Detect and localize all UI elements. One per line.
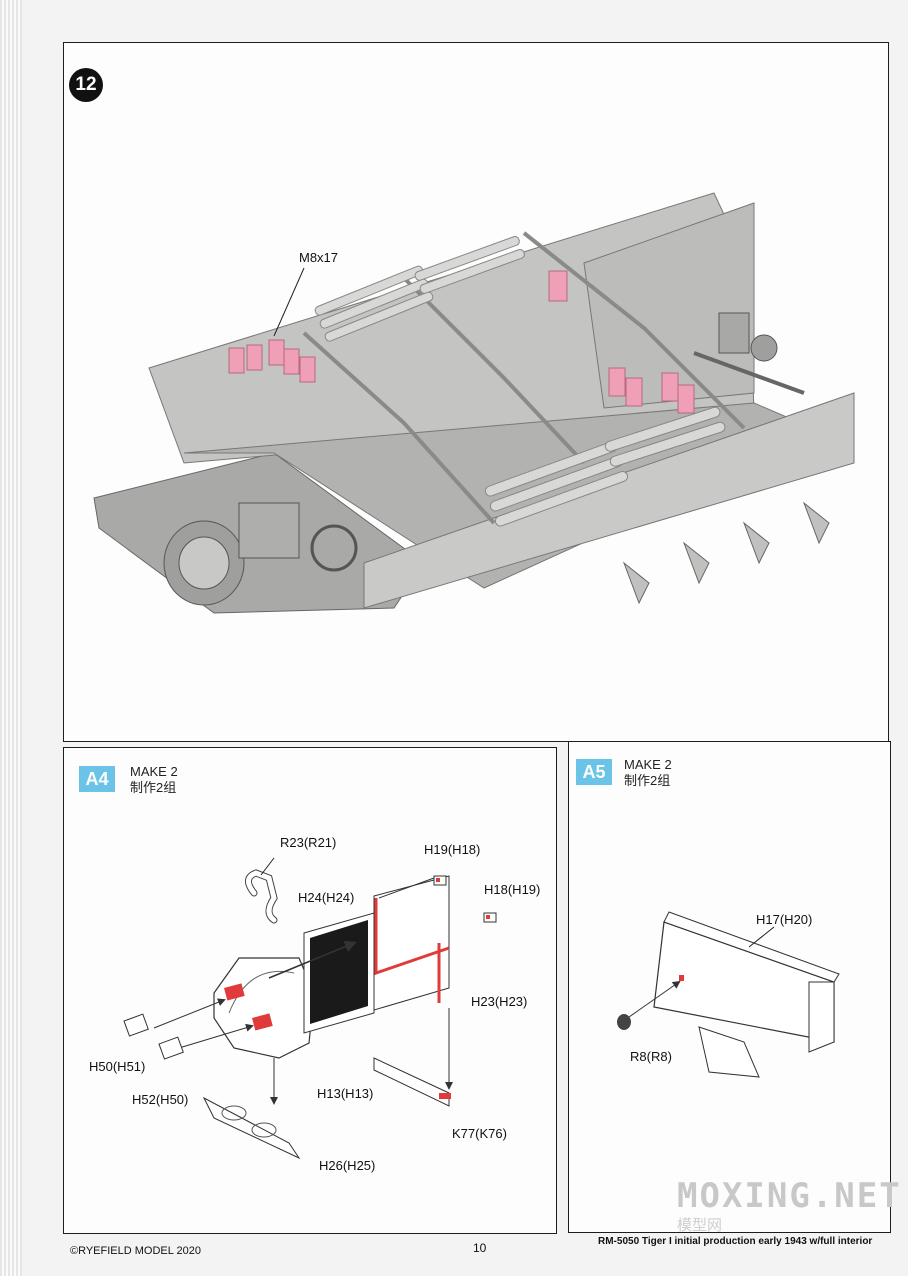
- ammo-rack-rear: [314, 236, 525, 342]
- subassembly-a5-panel: A5 MAKE 2 制作2组 H17(H20) R8(R8): [568, 741, 891, 1233]
- footer-copyright: ©RYEFIELD MODEL 2020: [70, 1245, 201, 1257]
- front-machinery: [693, 312, 805, 395]
- suspension-arms: [622, 501, 830, 605]
- footer-product-title: RM-5050 Tiger I initial production early…: [598, 1236, 873, 1247]
- part-label-k77: K77(K76): [452, 1126, 507, 1141]
- a4-assembly-diagram: [123, 857, 497, 1160]
- part-label-h18: H18(H19): [484, 882, 541, 897]
- part-label-r23: R23(R21): [280, 835, 337, 850]
- part-label-h13: H13(H13): [317, 1086, 374, 1101]
- watermark-sub: 模型网: [677, 1217, 723, 1234]
- subassembly-a4-panel: A4 MAKE 2 制作2组: [63, 747, 557, 1234]
- callout-m8x17: M8x17: [299, 250, 339, 265]
- a5-badge: A5: [576, 759, 612, 785]
- part-label-h52: H52(H50): [132, 1092, 189, 1107]
- watermark-logo: MOXING.NET: [677, 1176, 902, 1216]
- a4-make-label: MAKE 2 制作2组: [130, 764, 178, 795]
- part-label-h19: H19(H18): [424, 842, 481, 857]
- part-label-r8: R8(R8): [630, 1049, 672, 1064]
- step-number-badge: 12: [69, 68, 103, 102]
- step-12-panel: 12: [63, 42, 889, 742]
- part-label-h50: H50(H51): [89, 1059, 146, 1074]
- footer-page-number: 10: [473, 1241, 487, 1255]
- a5-make-label: MAKE 2 制作2组: [624, 757, 672, 788]
- ammo-rack-front: [484, 406, 726, 527]
- a5-assembly-diagram: [617, 911, 840, 1078]
- part-label-h24: H24(H24): [298, 890, 355, 905]
- part-label-h26: H26(H25): [319, 1158, 376, 1173]
- part-label-h17: H17(H20): [756, 912, 813, 927]
- engine-block: [163, 502, 358, 606]
- page-edge: [0, 0, 22, 1276]
- a4-badge: A4: [79, 766, 115, 792]
- part-label-h23: H23(H23): [471, 994, 528, 1009]
- ammo-boxes-pink: [228, 270, 695, 414]
- hull-interior-illustration: [93, 192, 855, 614]
